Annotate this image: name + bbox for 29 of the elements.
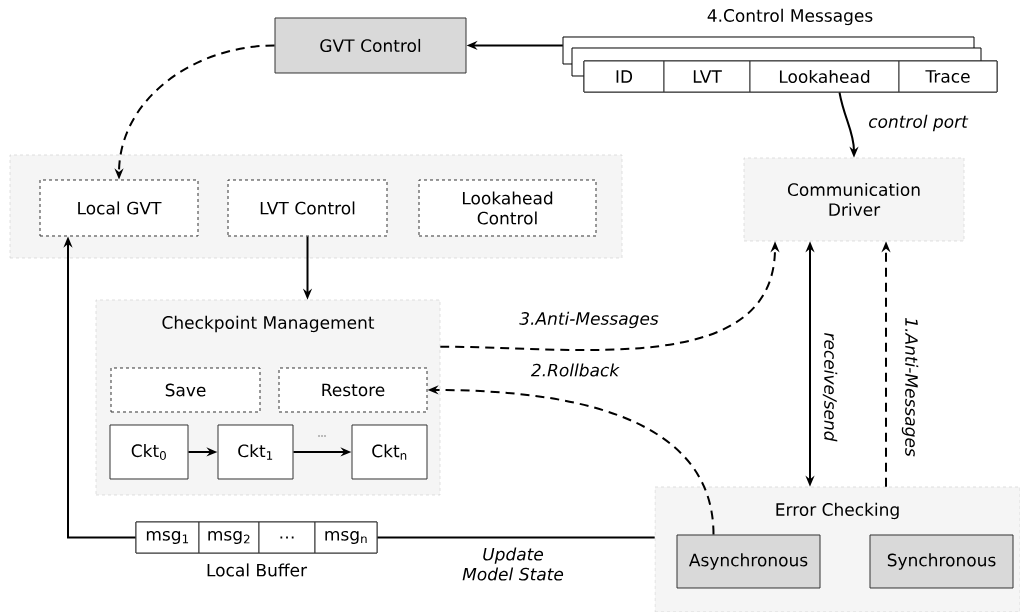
function-box: LVT Control bbox=[227, 179, 388, 237]
table-cell: … bbox=[258, 521, 316, 554]
table-cell: msg$_{n}$ bbox=[314, 521, 378, 554]
checkpoint-box: Ckt$_{1}$ bbox=[217, 424, 294, 480]
edge-label: Update Model State bbox=[462, 547, 564, 581]
node-label: 4.Control Messages bbox=[707, 8, 873, 26]
edge-label: 3.Anti-Messages bbox=[519, 311, 659, 329]
process-box: Synchronous bbox=[869, 534, 1014, 589]
checkpoint-box: Ckt$_{n}$ bbox=[351, 424, 428, 480]
table-cell: msg$_{2}$ bbox=[198, 521, 260, 554]
table-cell: LVT bbox=[663, 60, 751, 93]
process-box: Asynchronous bbox=[676, 534, 821, 589]
function-box: Lookahead Control bbox=[418, 179, 597, 237]
node-label: Local Buffer bbox=[207, 563, 308, 577]
function-box: Save bbox=[110, 367, 261, 413]
table-cell: Trace bbox=[898, 60, 998, 93]
function-box: Local GVT bbox=[39, 179, 199, 237]
edge-label: 1.Anti-Messages bbox=[901, 318, 919, 457]
edge-label: control port bbox=[869, 114, 969, 132]
checkpoint-box: Ckt$_{0}$ bbox=[109, 424, 189, 480]
edge-label: … bbox=[318, 435, 326, 437]
table-cell: ID bbox=[583, 60, 665, 93]
function-box: Restore bbox=[278, 367, 428, 413]
module-panel: Communication Driver bbox=[743, 157, 965, 242]
table-cell: msg$_{1}$ bbox=[135, 521, 200, 554]
table-cell: Lookahead bbox=[749, 60, 900, 93]
process-box: GVT Control bbox=[274, 17, 467, 74]
edge-label: receive/send bbox=[822, 333, 838, 442]
edge-label: 2.Rollback bbox=[530, 363, 620, 377]
